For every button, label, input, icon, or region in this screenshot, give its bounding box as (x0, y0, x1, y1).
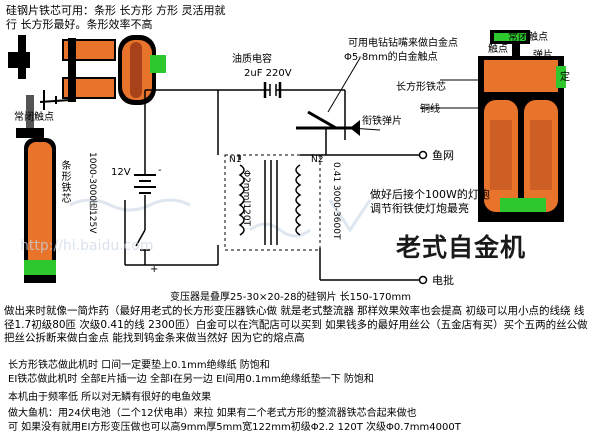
capacitor-name: 油质电容 (232, 54, 272, 65)
page-title: 老式自金机 (396, 233, 527, 262)
battery-symbol (134, 174, 156, 194)
lamp-note-line1: 做好后接个100W的灯炮 (370, 188, 490, 201)
output-label-fishing-net: 鱼网 (432, 149, 454, 162)
terminal-fishing-net (418, 150, 428, 160)
description-para1: 做出来时就像一简炸药（最好用老式的长方形变压器铁心做 就是老式整流器 那样效果效… (4, 305, 588, 344)
top-note-line2: 行 长方形最好。条形效率不高 (6, 18, 153, 31)
description-para2-line2: EI铁芯做此机时 全部E片插一边 全部I在另一边 EI间用0.1mm绝缘纸垫一下… (8, 374, 374, 385)
transformer-primary: Φ2mm|120T (241, 170, 251, 227)
bar-core-left (16, 95, 56, 283)
copper-wire-label: 铜线 (420, 104, 440, 115)
transformer-n1: N1 (229, 155, 242, 165)
transformer-secondary: 0.41 3000-3600T (331, 162, 341, 240)
transformer-spec: 变压器是叠厚25-30×20-28的硅钢片 长150-170mm (170, 292, 411, 303)
top-note-line1: 硅钢片铁芯可用：条形 长方形 方形 灵活用就 (6, 4, 226, 17)
core-winding-top (118, 35, 166, 105)
capacitor-symbol (263, 82, 282, 98)
left-contact-switch (39, 90, 71, 110)
right-contact-label: 触点 (488, 44, 508, 55)
right-fixed-label: 定 (560, 72, 570, 83)
transformer-n2: N2 (311, 155, 324, 165)
lamp-note-line2: 调节衔铁使灯炮最亮 (370, 202, 469, 215)
spring-label: 衔铁弹片 (362, 116, 402, 127)
rect-core-label: 长方形铁芯 (396, 82, 446, 93)
drill-note-line1: 可用电钻钻嘴来做白金点 (348, 38, 458, 49)
watermark-text: http://hi.baidu.com (20, 238, 154, 254)
rect-core-right (478, 30, 566, 222)
description-para2-line1: 长方形铁芯做此机时 口间一定要垫上0.1mm绝缘纸 防饱和 (8, 360, 270, 371)
capacitor-value: 2uF 220V (244, 68, 292, 79)
bar-core-top-left (8, 35, 116, 102)
drill-note-line2: Φ5-8mm的白金触点 (344, 52, 438, 63)
bar-core-label: 条形铁芯 (59, 160, 70, 204)
normally-closed-left-label: 常闭触点 (14, 112, 54, 123)
battery-voltage: 12V (111, 167, 131, 178)
right-normally-closed-label: 常闭触点 (508, 32, 548, 43)
power-switch (135, 229, 150, 251)
core-spec-vertical: 1000-3000匝125V (87, 152, 97, 234)
right-spring-label: 弹片 (533, 50, 553, 61)
output-label-electric-fork: 电批 (432, 274, 454, 287)
description-para4-line2: 可 如果没有就用EI方形变压做也可以高9mm厚5mm宽122mm初级Φ2.2 1… (8, 422, 461, 433)
main-wiring (124, 84, 420, 281)
contact-point-symbol (296, 110, 360, 155)
watermark-overlay (69, 198, 372, 238)
battery-plus: + (150, 264, 159, 275)
description-para4-line1: 做大鱼机：用24伏电池（二个12伏电串）来拉 如果有二个老式方形的整流器铁芯合起… (8, 408, 417, 419)
terminal-electric-fork (418, 275, 428, 285)
transformer-symbol (224, 154, 321, 251)
battery-minus: - (158, 165, 162, 176)
description-para3: 本机由于频率低 所以对无鳞有很好的电鱼效果 (8, 392, 212, 403)
